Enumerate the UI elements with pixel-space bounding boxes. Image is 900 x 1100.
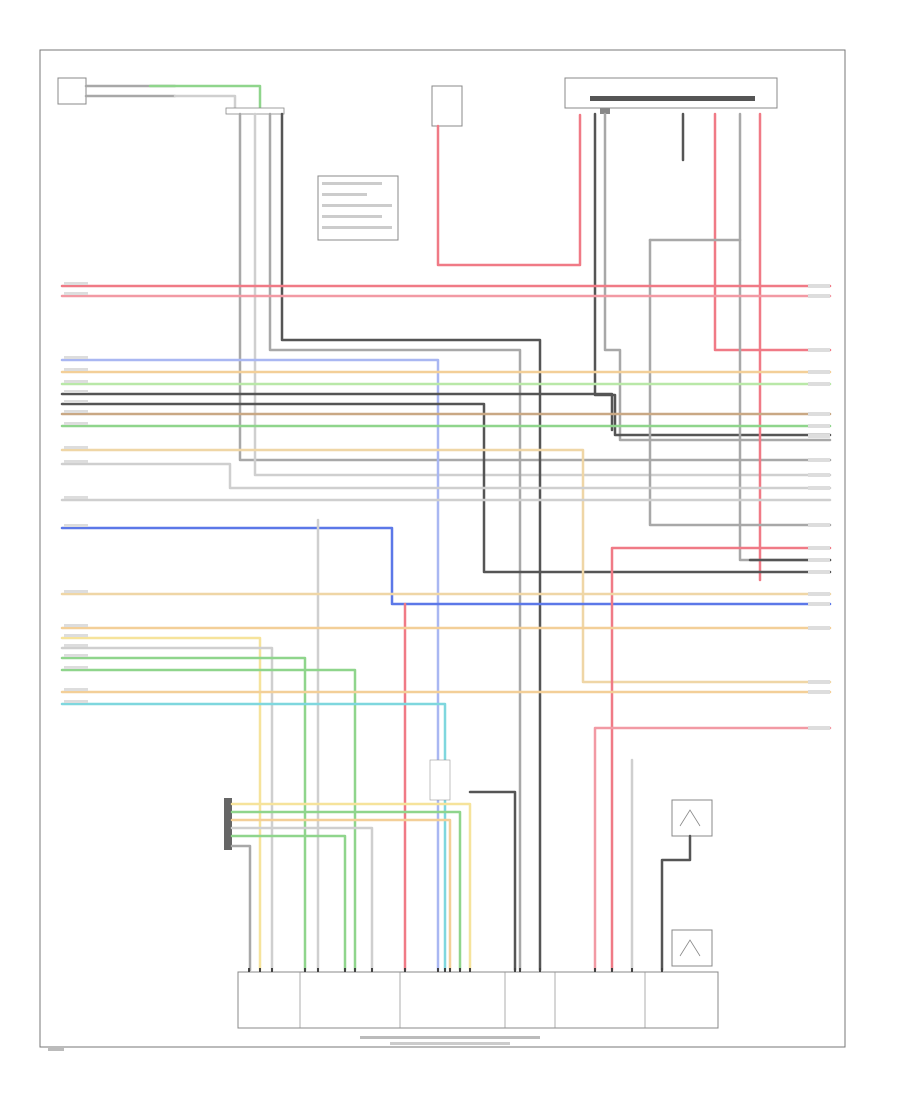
wire-green-h14 [60, 668, 357, 972]
wire-red-h17 [593, 726, 832, 972]
wire-gray-h12 [60, 646, 274, 972]
bottom-subtitle-bar [390, 1042, 510, 1045]
page-tag-bar [48, 1048, 64, 1051]
wire-darkgray-v3 [280, 112, 542, 972]
wire-red-h6 [610, 546, 832, 972]
right-lower-component [630, 758, 713, 972]
wire-tan-h2 [60, 448, 832, 684]
pin-ticks [248, 968, 663, 972]
bottom-title-bar [360, 1036, 540, 1039]
top-right-connector [564, 77, 778, 114]
wire-tan-h11 [60, 636, 262, 972]
wire-red-tr3 [713, 112, 832, 352]
left-edge-ticks [64, 282, 88, 703]
splice-bundle [224, 798, 472, 972]
wire-cyan-h16 [60, 702, 447, 972]
inline-connector [429, 759, 517, 972]
top-middle-component [431, 85, 582, 267]
wire-lightgray-v2 [253, 112, 832, 477]
wire-gray-v1 [238, 112, 832, 462]
legend-box [317, 175, 399, 241]
wire-blue-h [60, 526, 832, 606]
top-left-component [57, 77, 285, 115]
wire-gray-tr1 [603, 112, 832, 442]
diagram-frame [39, 49, 846, 1048]
wire-darkgray-tr2 [593, 112, 832, 437]
wire-gray-h3 [60, 462, 832, 490]
wire-gray-v4 [268, 112, 522, 972]
wire-darkgray-h1 [60, 392, 614, 432]
wire-gray-tr7 [648, 238, 832, 527]
right-edge-ticks [808, 284, 830, 730]
bottom-module [237, 971, 719, 1029]
wire-green-h13 [60, 656, 307, 972]
wire-gray-tr5 [738, 112, 832, 562]
